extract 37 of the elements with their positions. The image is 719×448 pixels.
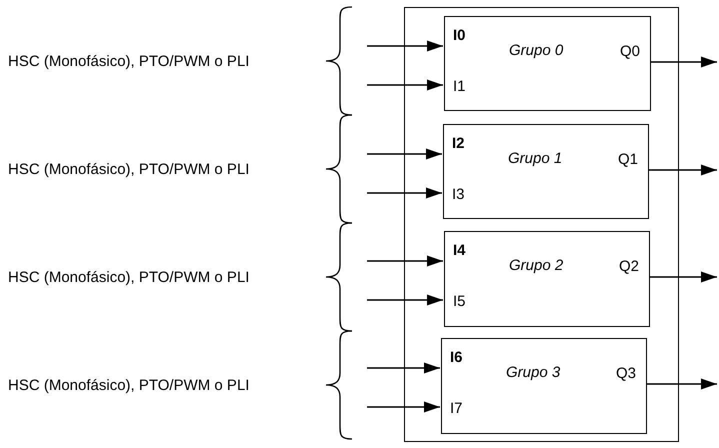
- arrow: [367, 402, 440, 412]
- arrow: [646, 378, 717, 390]
- function-label: HSC (Monofásico), PTO/PWM o PLI: [8, 270, 250, 285]
- arrow: [650, 56, 717, 68]
- arrow: [367, 148, 442, 160]
- arrow: [367, 362, 440, 374]
- group-box: [444, 231, 650, 327]
- arrow: [367, 40, 443, 52]
- pin-label: I5: [453, 294, 466, 309]
- arrow: [649, 272, 717, 282]
- group-label: Grupo 3: [506, 365, 560, 380]
- pin-label: I7: [450, 401, 463, 416]
- pin-label: I1: [453, 79, 466, 94]
- arrow: [367, 80, 443, 90]
- function-label: HSC (Monofásico), PTO/PWM o PLI: [8, 378, 250, 393]
- pin-label: Q0: [620, 44, 640, 59]
- group-box: [441, 338, 647, 434]
- pin-label: Q3: [616, 366, 636, 381]
- pin-label: I3: [452, 187, 465, 202]
- group-box: [444, 16, 651, 111]
- pin-label: Q1: [618, 152, 638, 167]
- arrow: [367, 188, 442, 198]
- arrow: [648, 164, 717, 176]
- arrow: [367, 256, 443, 266]
- pin-label: Q2: [618, 259, 639, 274]
- group-box: [443, 124, 649, 219]
- module-box: [404, 7, 679, 442]
- group-label: Grupo 1: [508, 151, 562, 166]
- function-label: HSC (Monofásico), PTO/PWM o PLI: [8, 162, 250, 177]
- pin-label: I0: [453, 28, 466, 43]
- pin-label: I6: [450, 350, 463, 365]
- function-label: HSC (Monofásico), PTO/PWM o PLI: [8, 54, 250, 69]
- arrow: [367, 294, 443, 306]
- group-label: Grupo 2: [509, 258, 564, 273]
- pin-label: I2: [452, 136, 465, 151]
- group-label: Grupo 0: [509, 43, 564, 58]
- pin-label: I4: [453, 243, 466, 258]
